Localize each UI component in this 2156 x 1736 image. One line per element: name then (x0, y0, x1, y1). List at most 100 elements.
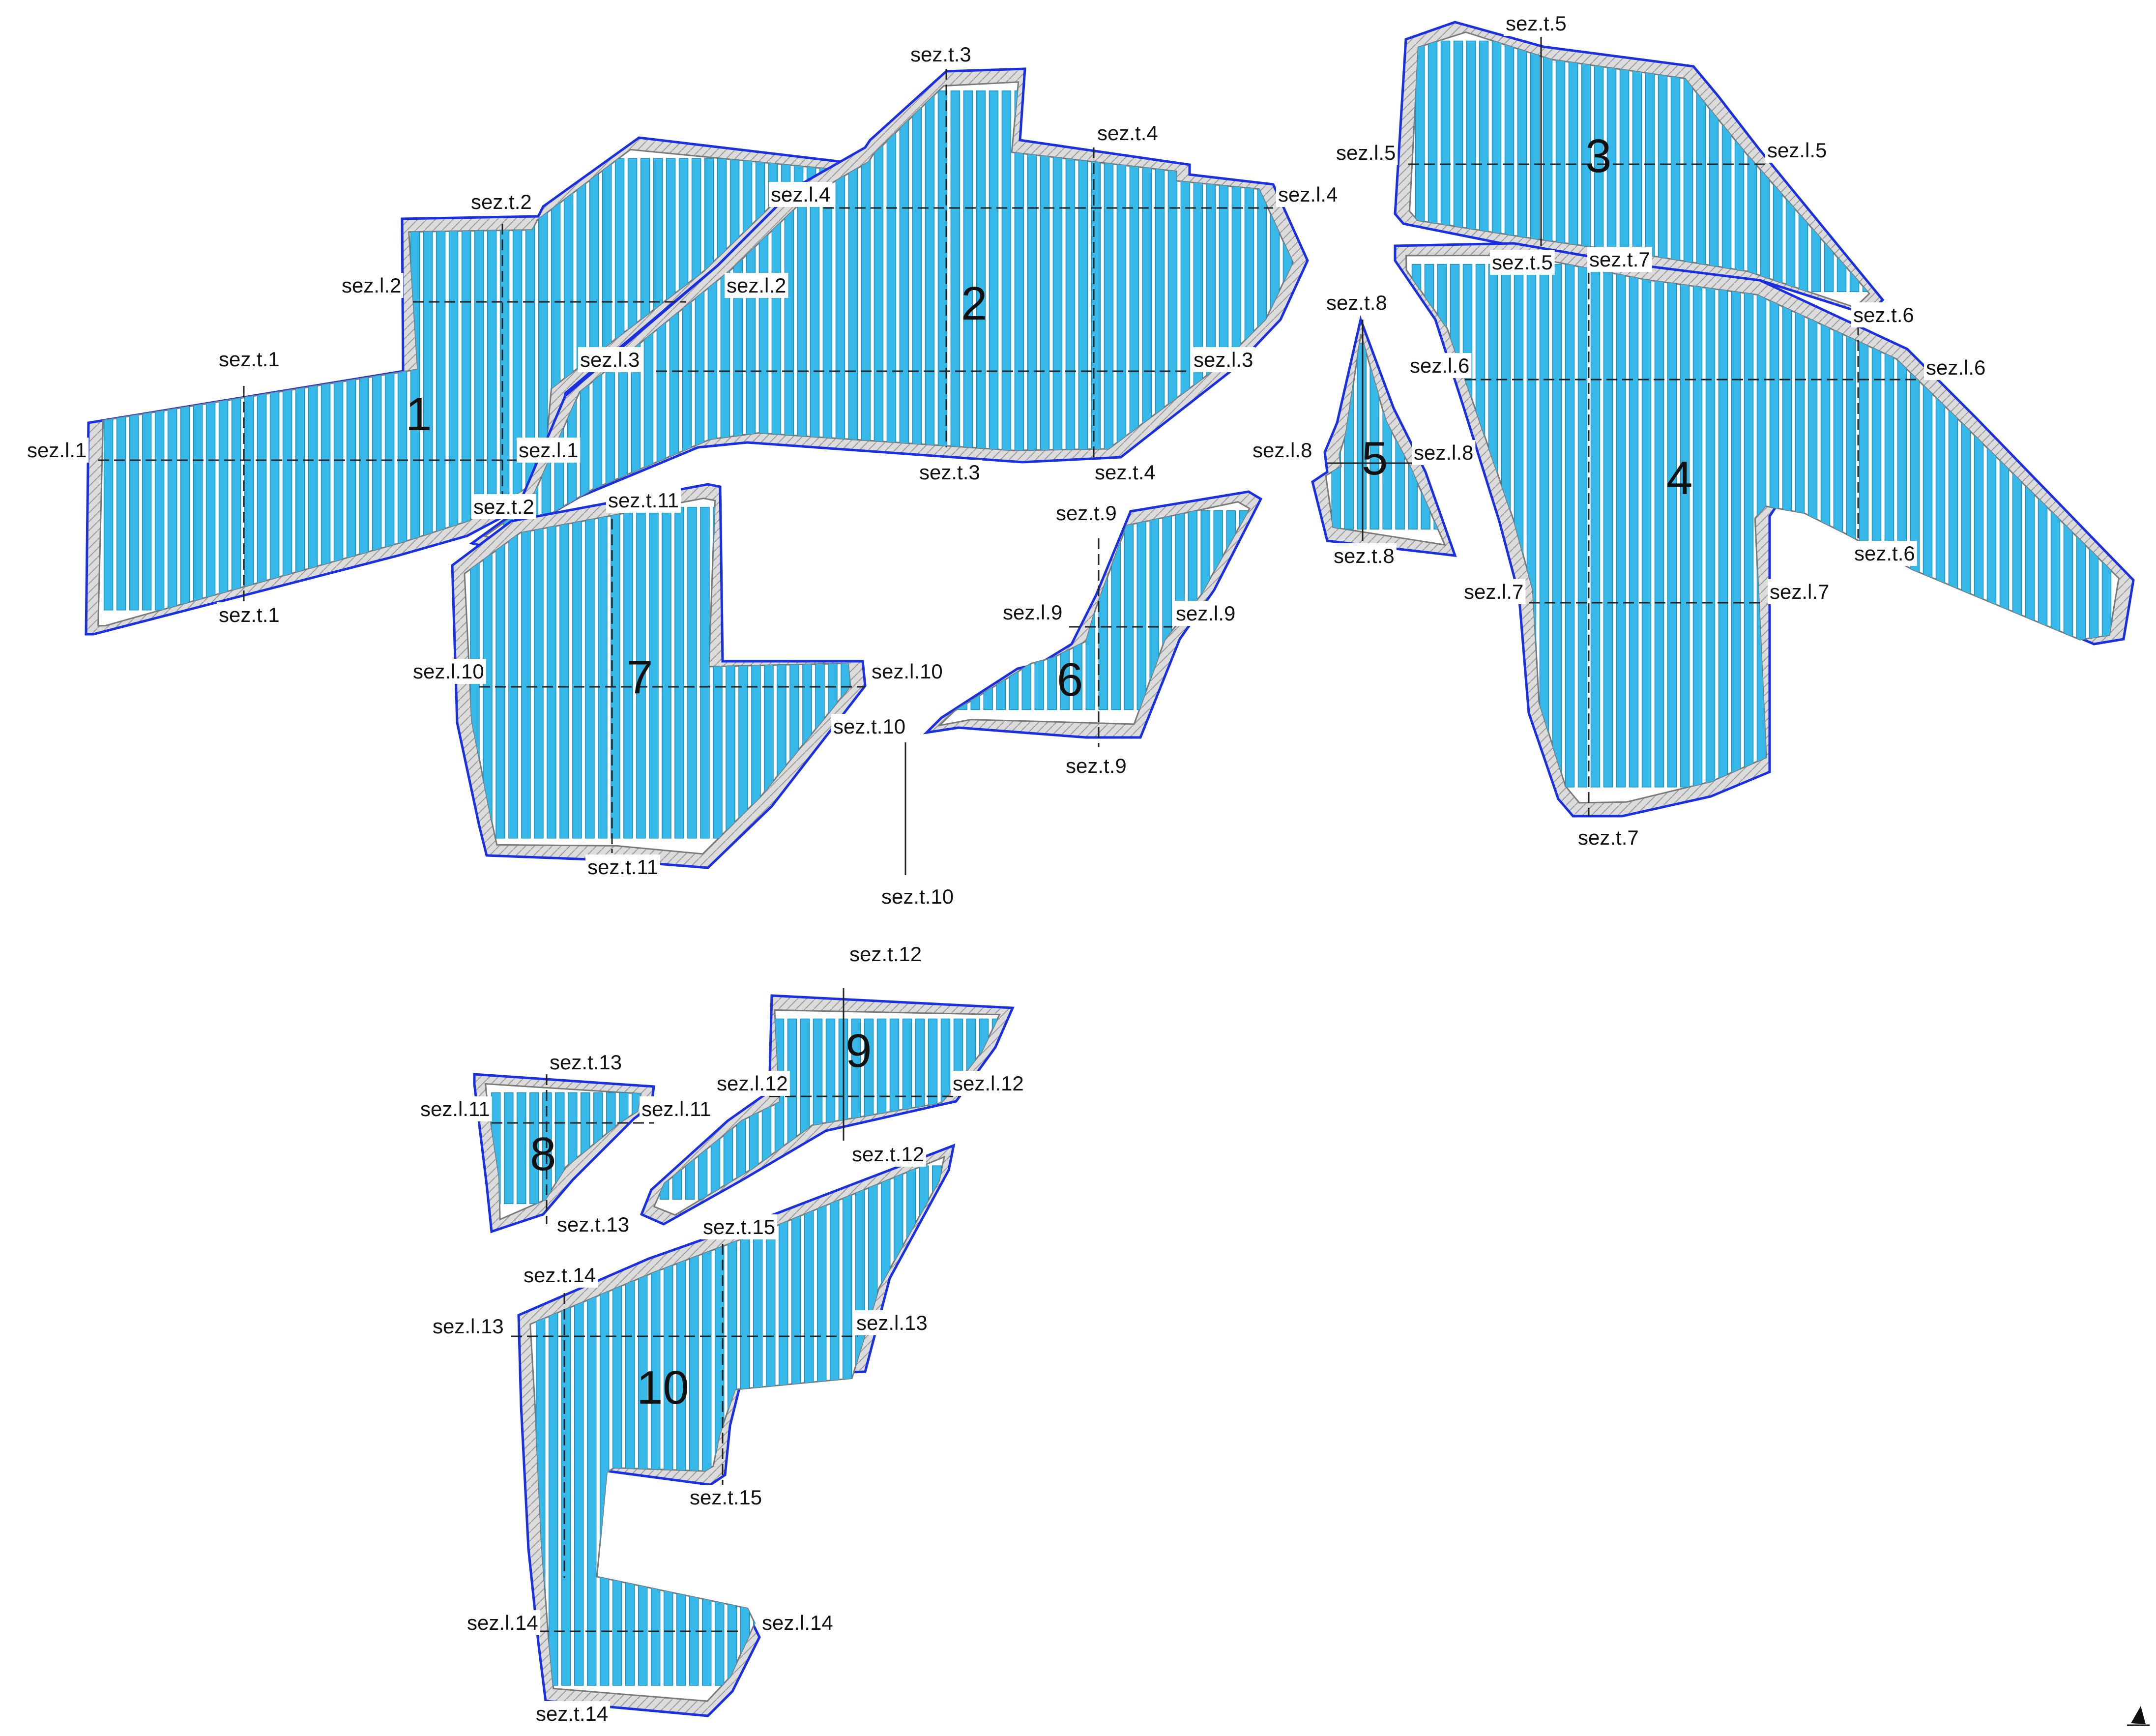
area-number-6: 6 (1057, 653, 1083, 706)
label-background (578, 347, 642, 372)
panel-row (581, 1092, 590, 1205)
panel-row (1731, 264, 1741, 788)
panel-row (789, 506, 799, 839)
label-background (870, 659, 945, 684)
panel-row (1124, 510, 1134, 710)
label-sez-l12-right: sez.l.12 (953, 1072, 1024, 1095)
panel-row (787, 1018, 797, 1200)
panel-row (723, 1018, 733, 1200)
panel-row (1670, 40, 1681, 293)
north-arrow-icon (2127, 1706, 2150, 1726)
label-sez-t8-top: sez.t.8 (1326, 291, 1387, 314)
label-sez-t3-bottom: sez.t.3 (919, 461, 980, 484)
label-background (1504, 11, 1569, 36)
label-background (217, 347, 282, 372)
panel-row (932, 1165, 942, 1686)
label-background (1851, 302, 1916, 327)
label-sez-t5-bottom: sez.t.5 (1492, 251, 1553, 274)
panel-row (1654, 264, 1664, 788)
panel-row (167, 158, 177, 611)
panel-row (945, 510, 955, 710)
label-sez-t1-top: sez.t.1 (219, 348, 280, 371)
panel-row (1734, 40, 1745, 293)
panel-row (650, 1165, 661, 1686)
label-sez-l11-right: sez.l.11 (641, 1097, 711, 1120)
panel-row (1641, 264, 1652, 788)
label-sez-t15-top: sez.t.15 (703, 1215, 775, 1238)
panel-row (802, 506, 812, 839)
label-sez-l6-right: sez.l.6 (1926, 356, 1985, 379)
panel-row (1136, 510, 1146, 710)
panel-row (1897, 264, 1907, 788)
panel-row (1999, 264, 2010, 788)
panel-row (1577, 264, 1588, 788)
panel-row (180, 158, 190, 611)
panel-row (547, 506, 556, 839)
label-sez-t4-top: sez.t.4 (1097, 121, 1158, 145)
label-background (1768, 579, 1832, 604)
panel-row (257, 158, 267, 611)
panel-row (1462, 264, 1473, 788)
panel-row (1974, 264, 1984, 788)
label-background (585, 854, 660, 880)
panel-row (1833, 264, 1843, 788)
panel-row (619, 1092, 629, 1205)
panel-row (687, 506, 697, 839)
panel-row (625, 1165, 635, 1686)
panel-row (813, 1018, 823, 1200)
label-background (217, 602, 282, 627)
panel-row (1798, 40, 1808, 293)
panel-row (842, 1165, 852, 1686)
label-sez-t14-top: sez.t.14 (524, 1264, 596, 1287)
area-number-7: 7 (627, 651, 653, 704)
label-sez-l10-right: sez.l.10 (872, 660, 943, 683)
panel-row (1193, 90, 1203, 526)
label-sez-l5-right: sez.l.5 (1767, 139, 1827, 162)
label-background (1412, 440, 1476, 465)
panel-row (1785, 40, 1796, 293)
label-background (1490, 250, 1555, 275)
label-sez-t3-top: sez.t.3 (910, 43, 971, 66)
panel-row (868, 1165, 878, 1686)
label-sez-t12-top: sez.t.12 (849, 942, 922, 966)
panel-row (804, 1165, 814, 1686)
label-background (548, 1050, 624, 1075)
label-sez-t9-bottom: sez.t.9 (1066, 754, 1127, 777)
panel-row (1709, 40, 1719, 293)
panel-row (1629, 264, 1639, 788)
panel-row (1680, 264, 1690, 788)
label-background (411, 659, 486, 684)
panel-row (548, 1165, 558, 1686)
panel-row (1231, 90, 1242, 526)
panel-row (1357, 343, 1367, 530)
panel-row (508, 506, 518, 839)
label-sez-l13-right: sez.l.13 (856, 1311, 928, 1334)
panel-row (346, 158, 356, 611)
area-number-4: 4 (1666, 452, 1692, 504)
panel-row (810, 90, 820, 526)
label-sez-l7-left: sez.l.7 (1464, 580, 1523, 603)
label-sez-t9-top: sez.t.9 (1056, 501, 1117, 525)
panel-row (662, 506, 671, 839)
label-sez-l3-right: sez.l.3 (1194, 348, 1253, 371)
label-sez-l8-right: sez.l.8 (1414, 441, 1473, 464)
panel-row (205, 158, 216, 611)
area-5-polygon (1311, 315, 1457, 557)
label-background (760, 1610, 835, 1635)
label-background (340, 273, 404, 298)
label-sez-t13-top: sez.t.13 (550, 1051, 622, 1074)
label-background (1408, 353, 1472, 378)
label-sez-l8-left: sez.l.8 (1253, 439, 1312, 462)
area-8-polygon (473, 1073, 655, 1234)
panel-row (855, 1165, 865, 1686)
label-sez-t7-bottom: sez.t.7 (1578, 826, 1639, 849)
panel-row (638, 1165, 648, 1686)
panel-row (1986, 264, 1997, 788)
area-number-10: 10 (637, 1361, 689, 1414)
panel-row (1692, 264, 1703, 788)
panel-row (700, 506, 710, 839)
panel-row (753, 1165, 763, 1686)
panel-row (1961, 264, 1971, 788)
panel-row (1219, 90, 1229, 526)
panel-row (154, 158, 165, 611)
